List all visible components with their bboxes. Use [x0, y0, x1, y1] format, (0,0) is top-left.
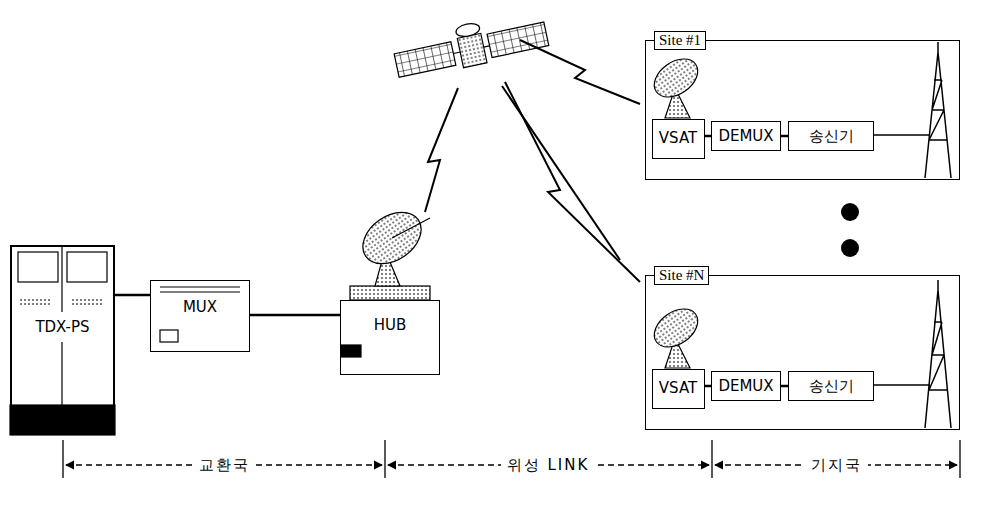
section-label: 위성 LINK — [501, 456, 596, 475]
drawing-part — [505, 82, 640, 282]
node-label: MUX — [183, 299, 217, 316]
vsat-box: VSAT — [652, 369, 705, 409]
link-line — [250, 314, 340, 317]
mux-box: MUX — [150, 280, 250, 352]
hub-box: HUB — [340, 300, 440, 375]
drawing-part — [647, 51, 705, 105]
drawing-part — [350, 286, 430, 300]
ellipsis-dots — [841, 203, 859, 257]
drawing-part — [647, 301, 705, 355]
vsat-box: VSAT — [652, 119, 705, 159]
transmitter-box: 송신기 — [788, 121, 874, 151]
node-label: DEMUX — [718, 378, 773, 395]
drawing-part — [937, 280, 939, 290]
drawing-part — [61, 245, 62, 312]
vsat-dish — [647, 51, 705, 118]
site-heading: Site #1 — [654, 31, 706, 50]
drawing-part — [63, 440, 960, 478]
drawing-part — [67, 252, 107, 282]
mux-detail — [160, 287, 240, 342]
drawing-part — [457, 33, 487, 67]
drawing-part — [61, 342, 62, 405]
drawing-part — [873, 384, 930, 386]
link-line — [781, 385, 788, 388]
satellite — [391, 8, 549, 81]
node-label: VSAT — [659, 130, 697, 147]
antenna-tower — [873, 42, 951, 178]
drawing-part — [341, 345, 361, 357]
section-label: 기지국 — [805, 456, 868, 475]
link-line — [115, 294, 150, 297]
transmitter-box: 송신기 — [788, 371, 874, 401]
drawing-part — [873, 134, 930, 136]
drawing-part — [925, 290, 951, 428]
drawing-part — [20, 300, 102, 304]
vsat-dish — [647, 301, 705, 368]
demux-box: DEMUX — [711, 121, 781, 151]
site-heading: Site #N — [654, 266, 709, 285]
drawing-part — [937, 42, 939, 52]
drawing-part — [18, 252, 58, 282]
drawing-part — [160, 291, 240, 292]
drawing-part — [392, 218, 430, 238]
node-label: HUB — [374, 317, 407, 334]
drawing-part — [160, 286, 240, 287]
node-label: VSAT — [659, 380, 697, 397]
drawing-part — [455, 22, 481, 39]
range-bracket — [63, 440, 960, 478]
drawing-part — [425, 88, 458, 212]
site-box: Site #1VSATDEMUX송신기 — [645, 40, 960, 180]
drawing-part — [925, 52, 951, 178]
drawing-part — [353, 202, 431, 275]
drawing-part — [487, 22, 549, 58]
drawing-part — [394, 42, 456, 78]
node-label: TDX-PS — [35, 319, 89, 336]
demux-box: DEMUX — [711, 371, 781, 401]
node-label: 송신기 — [809, 378, 854, 395]
drawing-part — [520, 40, 640, 104]
drawing-part — [10, 405, 115, 435]
site-box: Site #NVSATDEMUX송신기 — [645, 275, 960, 430]
drawing-part — [841, 239, 859, 257]
section-label: 교환국 — [193, 456, 256, 475]
antenna-tower — [873, 280, 951, 428]
node-label: 송신기 — [809, 128, 854, 145]
drawing-part — [160, 330, 178, 342]
drawing-part — [502, 86, 620, 260]
node-label: DEMUX — [718, 128, 773, 145]
drawing-part — [841, 203, 859, 221]
link-line — [781, 135, 788, 138]
satellite-link — [425, 40, 640, 282]
hub-detail — [341, 202, 431, 357]
cabinet-detail — [10, 245, 115, 435]
exchange-cabinet: TDX-PS — [10, 245, 115, 435]
